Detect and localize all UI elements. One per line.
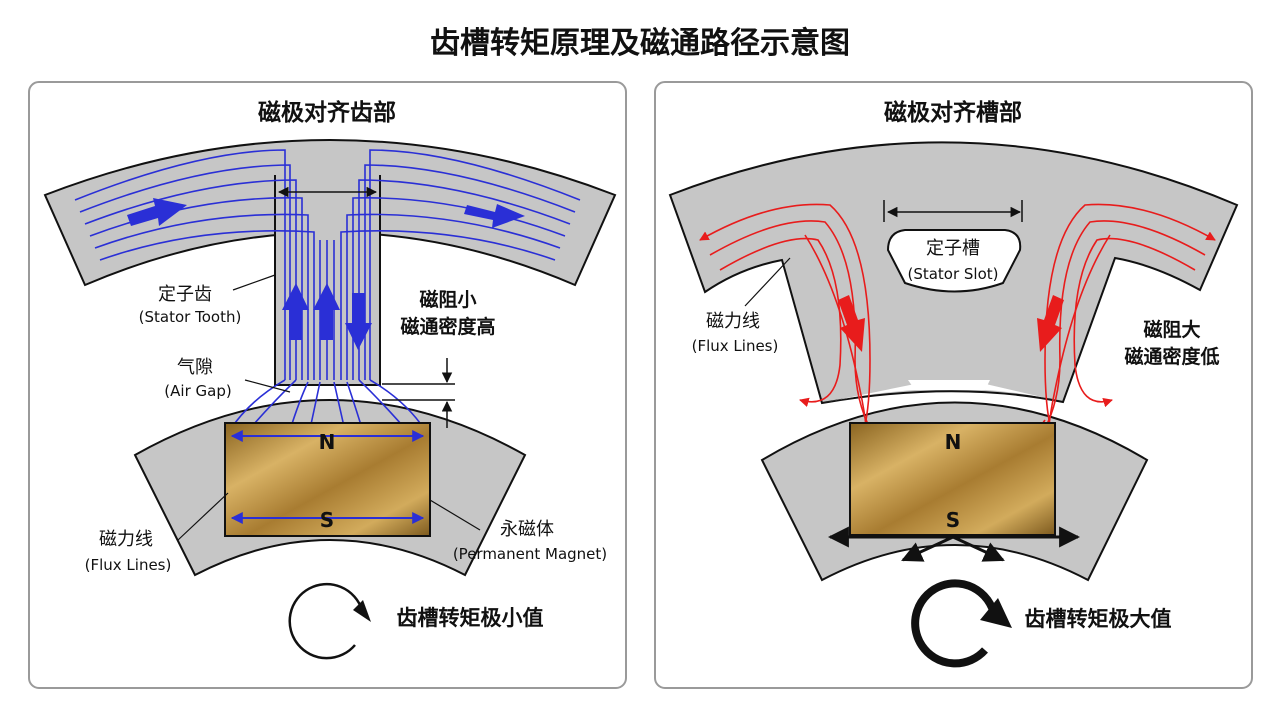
right-panel: 磁极对齐槽部 N — [654, 81, 1253, 689]
main-title: 齿槽转矩原理及磁通路径示意图 — [430, 26, 850, 61]
left-torque-label: 齿槽转矩极小值 — [397, 606, 544, 630]
right-torque-rotation-icon — [911, 579, 999, 668]
left-torque-rotation-icon — [288, 582, 364, 660]
left-pole-s: S — [320, 508, 334, 532]
left-stator-tooth-cn: 定子齿 — [158, 284, 212, 305]
left-air-gap-cn: 气隙 — [177, 357, 213, 378]
left-air-gap-en: (Air Gap) — [164, 382, 231, 400]
left-direction-arrows — [127, 198, 525, 350]
left-magnet-en: (Permanent Magnet) — [453, 545, 607, 563]
right-heading: 磁极对齐槽部 — [884, 99, 1022, 126]
left-panel: 磁极对齐齿部 — [28, 81, 627, 689]
right-torque-label: 齿槽转矩极大值 — [1025, 607, 1172, 631]
right-pole-n: N — [945, 430, 962, 454]
right-slot-cn: 定子槽 — [926, 238, 980, 259]
right-torque-arrowhead — [980, 598, 1012, 628]
left-tooth-joint — [277, 170, 378, 200]
right-direction-arrows — [838, 295, 1064, 352]
right-pole-s: S — [946, 508, 960, 532]
left-flux-lines-cn: 磁力线 — [99, 529, 153, 550]
left-torque-arrowhead — [353, 600, 371, 622]
left-air-gap-dimension — [382, 358, 455, 428]
right-permanent-magnet — [849, 422, 1056, 536]
right-slot-en: (Stator Slot) — [907, 265, 998, 283]
left-leader-lines — [177, 274, 481, 541]
right-stator-slot — [886, 229, 1022, 293]
right-flux-lines-en: (Flux Lines) — [692, 337, 779, 355]
right-note-line2: 磁通密度低 — [1124, 345, 1219, 368]
left-heading: 磁极对齐齿部 — [258, 99, 396, 126]
left-pole-n: N — [319, 430, 336, 454]
right-force-arrows — [827, 526, 1081, 562]
left-note-line1: 磁阻小 — [419, 288, 476, 311]
left-stator-tooth-en: (Stator Tooth) — [139, 308, 242, 326]
left-note-line2: 磁通密度高 — [400, 315, 495, 338]
right-note-line1: 磁阻大 — [1143, 318, 1200, 341]
right-flux-lines-cn: 磁力线 — [706, 311, 760, 332]
left-magnet-cn: 永磁体 — [500, 519, 554, 540]
left-flux-lines-en: (Flux Lines) — [85, 556, 172, 574]
right-flux-leader — [744, 257, 791, 307]
right-slot-gap — [908, 380, 990, 390]
